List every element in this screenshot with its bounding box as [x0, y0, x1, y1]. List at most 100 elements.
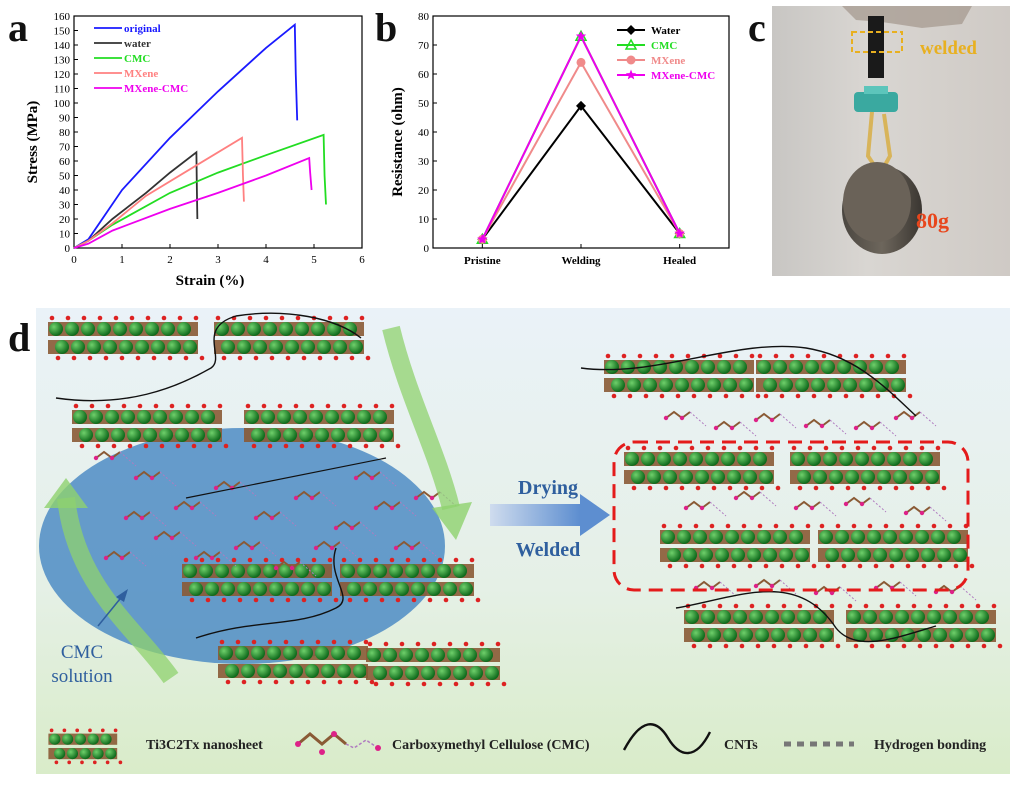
clip [854, 92, 898, 112]
cmc-chain [753, 578, 797, 595]
drying-label: Drying [518, 477, 578, 499]
legend-label: MXene-CMC [651, 70, 715, 82]
cnt-line-1 [55, 312, 362, 402]
film-strip [868, 16, 884, 78]
y-tick-label: 110 [54, 84, 71, 96]
legend-label: MXene [651, 55, 685, 67]
y-tick-label: 30 [418, 156, 430, 168]
y-tick-label: 0 [65, 243, 71, 255]
cmc-chain [193, 550, 237, 567]
ti3c2tx-nanosheet [756, 353, 913, 399]
legend-label: CMC [651, 40, 677, 52]
x-tick-label: Pristine [464, 255, 501, 267]
y-tick-label: 150 [54, 26, 71, 38]
x-tick-label: 2 [167, 254, 173, 266]
series-line-mxene [73, 136, 245, 249]
chart-b-ylabel: Resistance (ohm) [390, 87, 406, 197]
legend-label: water [124, 38, 151, 50]
ti3c2tx-nanosheet [604, 353, 761, 399]
cmc-chain [353, 470, 397, 487]
cmc-chain [933, 584, 977, 601]
y-tick-label: 0 [424, 243, 430, 255]
y-tick-label: 50 [59, 171, 71, 183]
marker-star [625, 69, 637, 80]
cmc-chain [753, 412, 797, 429]
cmc-chain [293, 490, 337, 507]
ti3c2tx-nanosheet [214, 315, 371, 361]
y-tick-label: 120 [54, 69, 71, 81]
drying-arrow [490, 504, 580, 526]
x-tick-label: 5 [311, 254, 317, 266]
y-tick-label: 130 [54, 55, 71, 67]
cmc-chain [853, 420, 897, 437]
cmc-chain [133, 470, 177, 487]
marker-circle [576, 57, 586, 67]
series-line-mxene [481, 60, 681, 240]
x-tick-label: 4 [263, 254, 269, 266]
cmc-chain [273, 560, 317, 577]
legend-cnt-icon [622, 723, 712, 755]
y-tick-label: 30 [59, 200, 71, 212]
ti3c2tx-nanosheet [48, 728, 123, 765]
ti3c2tx-nanosheet [72, 403, 229, 449]
y-tick-label: 40 [418, 127, 430, 139]
ti3c2tx-nanosheet [818, 523, 975, 569]
panel-label-a: a [8, 5, 28, 50]
legend-label: Water [651, 25, 680, 37]
cmc-chain [663, 410, 707, 427]
cmc-chain [733, 490, 777, 507]
y-tick-label: 70 [418, 40, 430, 52]
cmc-chain [153, 530, 197, 547]
marker-star [674, 228, 685, 238]
marker-triangle [624, 38, 638, 50]
dashed-welded-region [612, 440, 970, 592]
green-arrow-left [57, 496, 179, 684]
x-tick-label: Welding [561, 255, 601, 267]
ti3c2tx-nanosheet [340, 557, 481, 603]
cnt-line-3 [580, 345, 917, 417]
y-tick-label: 100 [54, 98, 71, 110]
legend-cmc-label: Carboxymethyl Cellulose (CMC) [392, 738, 590, 753]
marker-diamond [576, 100, 586, 111]
cmc-chain [893, 410, 937, 427]
y-tick-label: 20 [418, 185, 430, 197]
cmc-chain [903, 505, 947, 522]
y-tick-label: 60 [59, 156, 71, 168]
panel-label-c: c [748, 5, 766, 50]
cmc-chain [313, 540, 357, 557]
panel-label-b: b [375, 5, 398, 50]
marker-circle [626, 55, 636, 65]
x-tick-label: 3 [215, 254, 221, 266]
cmc-chain [173, 500, 217, 517]
y-tick-label: 80 [59, 127, 71, 139]
legend-label: MXene-CMC [124, 83, 188, 95]
cmc-chain [333, 520, 377, 537]
welding-mechanism-schematic: Drying Welded CMC solution Ti3C2Tx nanos… [36, 308, 1010, 774]
ti3c2tx-nanosheet [218, 639, 375, 685]
y-tick-label: 160 [54, 11, 71, 23]
cmc-chain [803, 418, 847, 435]
cnt-line-4 [675, 590, 937, 643]
y-tick-label: 60 [418, 69, 430, 81]
y-tick-label: 10 [418, 214, 430, 226]
ti3c2tx-nanosheet [684, 603, 841, 649]
x-tick-label: Healed [663, 255, 696, 267]
panel-label-d: d [8, 315, 31, 360]
legend-label: CMC [124, 53, 150, 65]
welded-label: welded [920, 38, 977, 59]
ti3c2tx-nanosheet [48, 315, 205, 361]
y-tick-label: 70 [59, 142, 71, 154]
x-tick-label: 6 [359, 254, 365, 266]
welded-process-label: Welded [516, 539, 580, 561]
cmc-chain [103, 550, 147, 567]
ti3c2tx-nanosheet [182, 557, 339, 603]
legend-nanosheet-label: Ti3C2Tx nanosheet [146, 738, 263, 753]
welded-zone-box [851, 31, 903, 53]
legend-label: MXene [124, 68, 158, 80]
cmc-chain [393, 540, 437, 557]
cmc-chain [843, 496, 887, 513]
cmc-chain [93, 450, 137, 467]
ti3c2tx-nanosheet [660, 523, 817, 569]
